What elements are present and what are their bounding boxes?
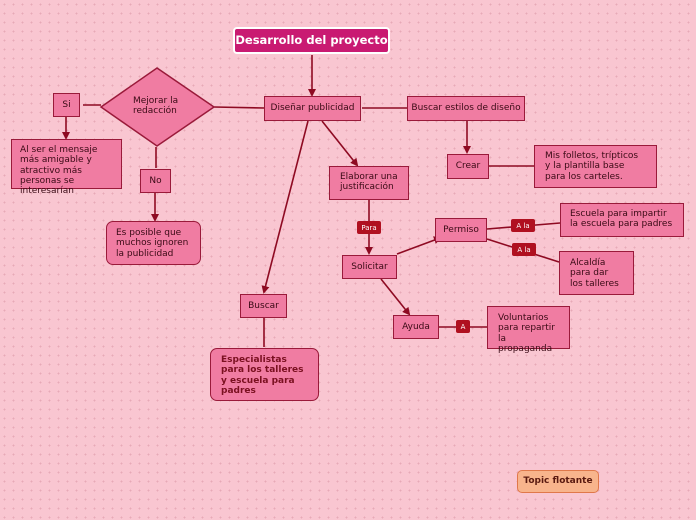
node-especialistas[interactable]: Especialistas para los talleres y escuel… xyxy=(210,348,319,401)
node-buscar-estilos[interactable]: Buscar estilos de diseño xyxy=(407,96,525,121)
link-solicitar-ayuda xyxy=(380,278,411,316)
node-solicitar[interactable]: Solicitar xyxy=(342,255,397,279)
label-a-la-escuela: A la xyxy=(511,219,535,232)
link-disenar-mejorar xyxy=(213,106,265,109)
node-ayuda[interactable]: Ayuda xyxy=(393,315,439,339)
link-disenar-buscar xyxy=(261,120,309,294)
node-no[interactable]: No xyxy=(140,169,171,193)
node-buscar[interactable]: Buscar xyxy=(240,294,287,318)
link-solicitar-permiso xyxy=(396,236,442,255)
node-folletos[interactable]: Mis folletos, trípticos y la plantilla b… xyxy=(534,145,657,188)
label-para: Para xyxy=(357,221,381,234)
node-crear[interactable]: Crear xyxy=(447,154,489,179)
link-disenar-elaborar xyxy=(321,120,359,167)
node-no-result[interactable]: Es posible que muchos ignoren la publici… xyxy=(106,221,201,265)
node-mejorar-redaccion[interactable]: Mejorar la redacción xyxy=(133,96,179,117)
mejorar-diamond-shape xyxy=(99,67,216,147)
node-permiso[interactable]: Permiso xyxy=(435,218,487,242)
label-a: A xyxy=(456,320,470,333)
node-si[interactable]: Si xyxy=(53,93,80,117)
node-escuela[interactable]: Escuela para impartir la escuela para pa… xyxy=(560,203,684,237)
node-alcaldia[interactable]: Alcaldía para dar los talleres xyxy=(559,251,634,295)
label-a-la-alcaldia: A la xyxy=(512,243,536,256)
node-elaborar-justificacion[interactable]: Elaborar una justificación xyxy=(329,166,409,200)
node-voluntarios[interactable]: Voluntarios para repartir la propaganda xyxy=(487,306,570,354)
node-disenar-publicidad[interactable]: Diseñar publicidad xyxy=(264,96,361,121)
floating-topic[interactable]: Topic flotante xyxy=(517,470,599,493)
node-si-result[interactable]: Al ser el mensaje más amigable y atracti… xyxy=(11,139,122,196)
central-topic-title[interactable]: Desarrollo del proyecto xyxy=(233,27,390,54)
